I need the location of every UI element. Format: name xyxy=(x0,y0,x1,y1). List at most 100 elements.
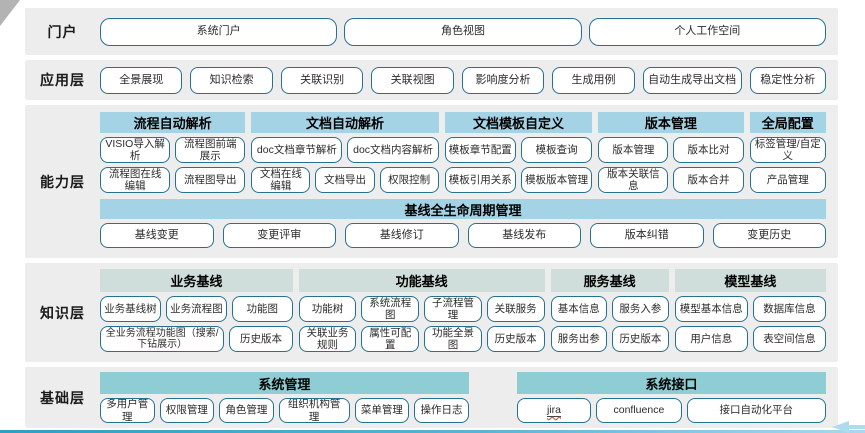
fnd-box-org-mgmt: 组织机构管理 xyxy=(278,398,350,423)
fnd-box-role-mgmt: 角色管理 xyxy=(219,398,274,423)
app-box-generate-usecase: 生成用例 xyxy=(552,66,635,94)
fnd-box-permission-mgmt: 权限管理 xyxy=(159,398,215,423)
cap-box-version-correction: 版本纠错 xyxy=(590,223,704,248)
app-box-relation-view: 关联视图 xyxy=(371,66,454,94)
cap-box-permission-control: 权限控制 xyxy=(379,167,439,193)
kn-box-history-version: 历史版本 xyxy=(229,326,293,352)
kn-box-user-info: 用户信息 xyxy=(674,326,748,352)
group-doc-template-custom: 文档模板自定义 模板章节配置 模板查询 模板引用关系 模板版本管理 xyxy=(444,112,593,193)
page-corner-decoration xyxy=(0,0,20,26)
foundation-layer-band: 基础层 系统管理 多用户管理 权限管理 角色管理 组织机构管理 菜单管理 操作日… xyxy=(25,367,838,428)
group-doc-auto-parse: 文档自动解析 doc文档章节解析 doc文档内容解析 文档在线编辑 文档导出 权… xyxy=(251,112,439,193)
fnd-box-confluence: confluence xyxy=(596,398,682,423)
portal-box-system-portal: 系统门户 xyxy=(100,17,338,46)
application-layer-band: 应用层 全景展现 知识检索 关联识别 关联视图 影响度分析 生成用例 自动生成导… xyxy=(25,60,838,100)
kn-box-history-version: 历史版本 xyxy=(612,326,669,352)
kn-box-business-flowchart: 业务流程图 xyxy=(165,296,227,322)
app-box-stability-analysis: 稳定性分析 xyxy=(749,66,827,94)
kn-box-system-flowchart: 系统流程图 xyxy=(361,296,420,322)
foundation-layer-label: 基础层 xyxy=(40,389,85,406)
cap-box-visio-import: VISIO导入解析 xyxy=(100,137,171,163)
cap-box-change-review: 变更评审 xyxy=(222,223,336,248)
portal-layer-band: 门户 系统门户 角色视图 个人工作空间 xyxy=(25,8,838,55)
knowledge-layer-content: 业务基线 业务基线树 业务流程图 功能图 全业务流程功能图（搜索/下钻展示） 历… xyxy=(100,263,838,362)
kn-box-related-services: 关联服务 xyxy=(486,296,545,322)
kn-box-model-basic-info: 模型基本信息 xyxy=(674,296,748,322)
cap-box-doc-content-parse: doc文档内容解析 xyxy=(347,137,439,163)
group-service-baseline: 服务基线 基本信息 服务入参 服务出参 历史版本 xyxy=(550,269,669,352)
cap-box-template-chapter-config: 模板章节配置 xyxy=(444,137,516,163)
cap-box-baseline-release: 基线发布 xyxy=(467,223,581,248)
kn-box-service-output-params: 服务出参 xyxy=(550,326,608,352)
capability-layer-content: 流程自动解析 VISIO导入解析 流程图前端展示 流程图在线编辑 流程图导出 文… xyxy=(100,105,838,258)
cap-box-version-merge: 版本合并 xyxy=(673,167,744,193)
group-function-baseline: 功能基线 功能树 系统流程图 子流程管理 关联服务 关联业务规则 属性可配置 功… xyxy=(298,269,545,352)
group-system-interface: 系统接口 jira confluence 接口自动化平台 xyxy=(516,372,827,423)
application-layer-label: 应用层 xyxy=(40,72,85,88)
kn-box-full-business-flow-map: 全业务流程功能图（搜索/下钻展示） xyxy=(100,326,225,352)
kn-box-service-input-params: 服务入参 xyxy=(612,296,669,322)
group-global-config: 全局配置 标签管理/自定义 产品管理 xyxy=(749,112,827,193)
group-header: 功能基线 xyxy=(298,269,545,292)
cap-box-flowchart-export: 流程图导出 xyxy=(175,167,246,193)
knowledge-layer-label: 知识层 xyxy=(40,304,85,321)
group-business-baseline: 业务基线 业务基线树 业务流程图 功能图 全业务流程功能图（搜索/下钻展示） 历… xyxy=(100,269,293,352)
cap-box-template-reference: 模板引用关系 xyxy=(444,167,516,193)
cap-box-tag-mgmt-custom: 标签管理/自定义 xyxy=(749,137,827,163)
kn-box-database-info: 数据库信息 xyxy=(752,296,827,322)
group-header: 流程自动解析 xyxy=(100,112,246,133)
knowledge-layer-band: 知识层 业务基线 业务基线树 业务流程图 功能图 全业务流程功能图（搜索/下钻展… xyxy=(25,263,838,362)
group-version-mgmt: 版本管理 版本管理 版本比对 版本关联信息 版本合并 xyxy=(598,112,744,193)
cap-box-template-query: 模板查询 xyxy=(520,137,593,163)
capability-layer-label: 能力层 xyxy=(40,173,85,190)
kn-box-history-version: 历史版本 xyxy=(486,326,545,352)
portal-box-role-view: 角色视图 xyxy=(344,17,582,46)
portal-layer-content: 系统门户 角色视图 个人工作空间 xyxy=(100,8,838,55)
cap-box-version-compare: 版本比对 xyxy=(673,137,744,163)
app-box-knowledge-search: 知识检索 xyxy=(190,66,273,94)
cap-box-doc-chapter-parse: doc文档章节解析 xyxy=(251,137,343,163)
group-process-auto-parse: 流程自动解析 VISIO导入解析 流程图前端展示 流程图在线编辑 流程图导出 xyxy=(100,112,246,193)
group-system-mgmt: 系统管理 多用户管理 权限管理 角色管理 组织机构管理 菜单管理 操作日志 xyxy=(100,372,469,423)
bottom-accent-line xyxy=(0,430,865,433)
cap-box-doc-export: 文档导出 xyxy=(315,167,375,193)
kn-box-function-tree: 功能树 xyxy=(298,296,357,322)
kn-box-tablespace-info: 表空间信息 xyxy=(752,326,827,352)
cap-box-product-mgmt: 产品管理 xyxy=(749,167,827,193)
kn-box-function-diagram: 功能图 xyxy=(231,296,293,322)
group-model-baseline: 模型基线 模型基本信息 数据库信息 用户信息 表空间信息 xyxy=(674,269,827,352)
group-header: 系统接口 xyxy=(516,372,826,394)
fnd-box-api-automation-platform: 接口自动化平台 xyxy=(686,398,827,423)
fnd-box-multiuser-mgmt: 多用户管理 xyxy=(100,398,155,423)
kn-box-business-baseline-tree: 业务基线树 xyxy=(100,296,161,322)
app-box-relation-identify: 关联识别 xyxy=(280,66,364,94)
cap-box-version-relation-info: 版本关联信息 xyxy=(598,167,669,193)
group-header: 系统管理 xyxy=(100,372,469,394)
fnd-box-menu-mgmt: 菜单管理 xyxy=(354,398,410,423)
bottom-arrow-tail xyxy=(847,425,865,429)
kn-box-function-panorama: 功能全景图 xyxy=(424,326,482,352)
kn-box-basic-info: 基本信息 xyxy=(550,296,608,322)
capability-layer-band: 能力层 流程自动解析 VISIO导入解析 流程图前端展示 流程图在线编辑 流程图… xyxy=(25,105,838,258)
application-layer-content: 全景展现 知识检索 关联识别 关联视图 影响度分析 生成用例 自动生成导出文档 … xyxy=(100,60,838,100)
cap-box-doc-online-edit: 文档在线编辑 xyxy=(251,167,311,193)
cap-box-change-history: 变更历史 xyxy=(712,223,826,248)
app-box-auto-export-doc: 自动生成导出文档 xyxy=(642,66,742,94)
app-box-panorama: 全景展现 xyxy=(100,66,183,94)
app-box-impact-analysis: 影响度分析 xyxy=(461,66,545,94)
group-header: 版本管理 xyxy=(598,112,744,133)
portal-layer-label: 门户 xyxy=(47,23,78,40)
group-header: 文档自动解析 xyxy=(251,112,439,133)
cap-box-flowchart-edit: 流程图在线编辑 xyxy=(100,167,171,193)
foundation-layer-content: 系统管理 多用户管理 权限管理 角色管理 组织机构管理 菜单管理 操作日志 系统… xyxy=(100,367,838,428)
cap-box-template-version-mgmt: 模板版本管理 xyxy=(520,167,593,193)
cap-box-flowchart-frontend: 流程图前端展示 xyxy=(175,137,246,163)
group-header: 业务基线 xyxy=(100,269,293,292)
fnd-box-operation-log: 操作日志 xyxy=(414,398,469,423)
jira-label: jira xyxy=(546,403,561,418)
cap-box-baseline-change: 基线变更 xyxy=(100,223,214,248)
kn-box-related-business-rules: 关联业务规则 xyxy=(298,326,357,352)
left-arrow-icon xyxy=(832,421,849,433)
fnd-box-jira: jira xyxy=(516,398,592,423)
